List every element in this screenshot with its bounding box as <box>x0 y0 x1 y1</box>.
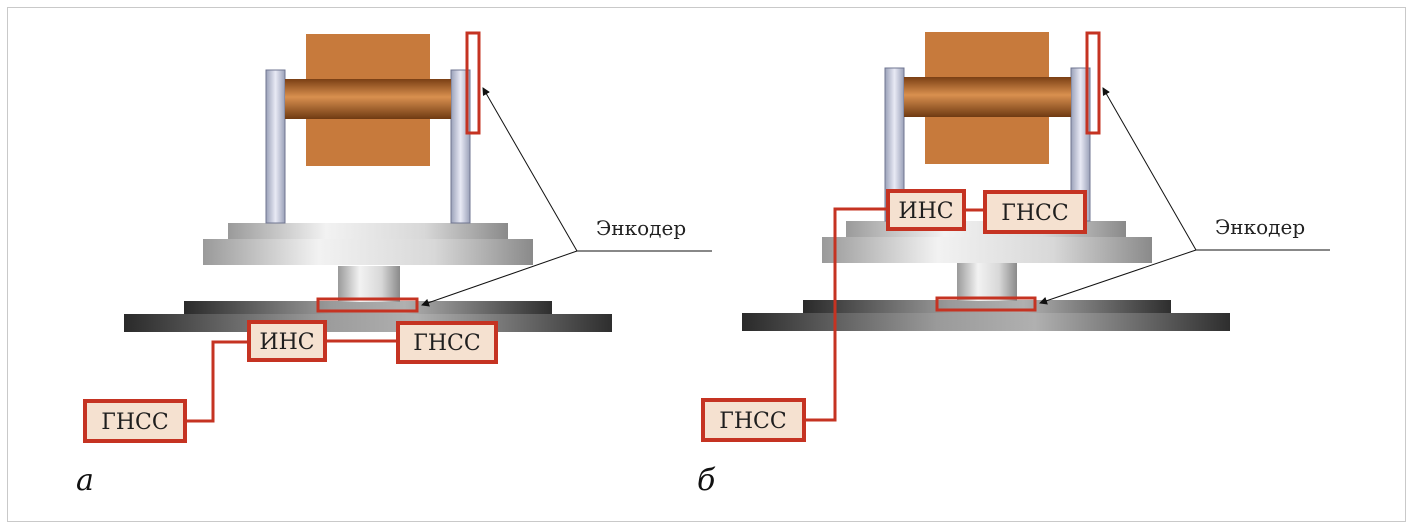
column <box>338 266 400 302</box>
post-left <box>265 69 286 224</box>
upper-plate-lower <box>822 237 1152 263</box>
encoder-mark-base <box>935 296 1037 312</box>
encoder-leader-top <box>482 87 578 252</box>
gnss-upper-box: ГНСС <box>983 190 1087 234</box>
copper-block-bottom <box>306 118 430 166</box>
panel-b: Энкодер ИНС ГНСС ГНСС б <box>697 31 1330 498</box>
encoder-leader-top <box>1102 87 1197 251</box>
copper-block-top <box>925 32 1049 78</box>
gnss-upper-label: ГНСС <box>413 331 480 356</box>
ins-label: ИНС <box>898 199 953 224</box>
copper-block-top <box>306 34 430 80</box>
panel-letter-a: а <box>76 463 94 498</box>
upper-plate-top <box>228 223 508 239</box>
ins-box: ИНС <box>886 189 966 231</box>
base-ring-dark <box>803 300 1171 313</box>
ins-label: ИНС <box>259 330 314 355</box>
shaft <box>285 79 451 119</box>
encoder-mark-top <box>465 31 481 135</box>
gnss-remote-label: ГНСС <box>719 409 786 434</box>
base-plate-dark <box>742 313 1230 331</box>
column <box>957 263 1017 301</box>
panel-a: Энкодер ИНС ГНСС ГНСС а <box>76 31 712 498</box>
gnss-upper-box: ГНСС <box>396 321 498 364</box>
encoder-leader-base <box>421 250 578 307</box>
panel-letter-b: б <box>697 463 716 498</box>
copper-block-bottom <box>925 116 1049 164</box>
gnss-remote-box: ГНСС <box>701 398 806 442</box>
encoder-label: Энкодер <box>1215 215 1305 239</box>
post-right <box>450 69 471 224</box>
wire-remote-to-ins <box>804 207 888 422</box>
encoder-label: Энкодер <box>596 216 686 240</box>
shaft <box>904 77 1071 117</box>
gnss-remote-box: ГНСС <box>83 399 187 443</box>
base-plate-dark <box>124 314 612 332</box>
upper-plate-lower <box>203 239 533 265</box>
base-ring-dark <box>184 301 552 314</box>
ins-box: ИНС <box>247 320 327 362</box>
encoder-mark-top <box>1085 31 1101 135</box>
wire-remote-to-ins <box>185 340 249 423</box>
encoder-leader-base <box>1039 249 1197 305</box>
encoder-mark-base <box>316 297 419 313</box>
gnss-remote-label: ГНСС <box>101 410 168 435</box>
gnss-upper-label: ГНСС <box>1001 201 1068 226</box>
